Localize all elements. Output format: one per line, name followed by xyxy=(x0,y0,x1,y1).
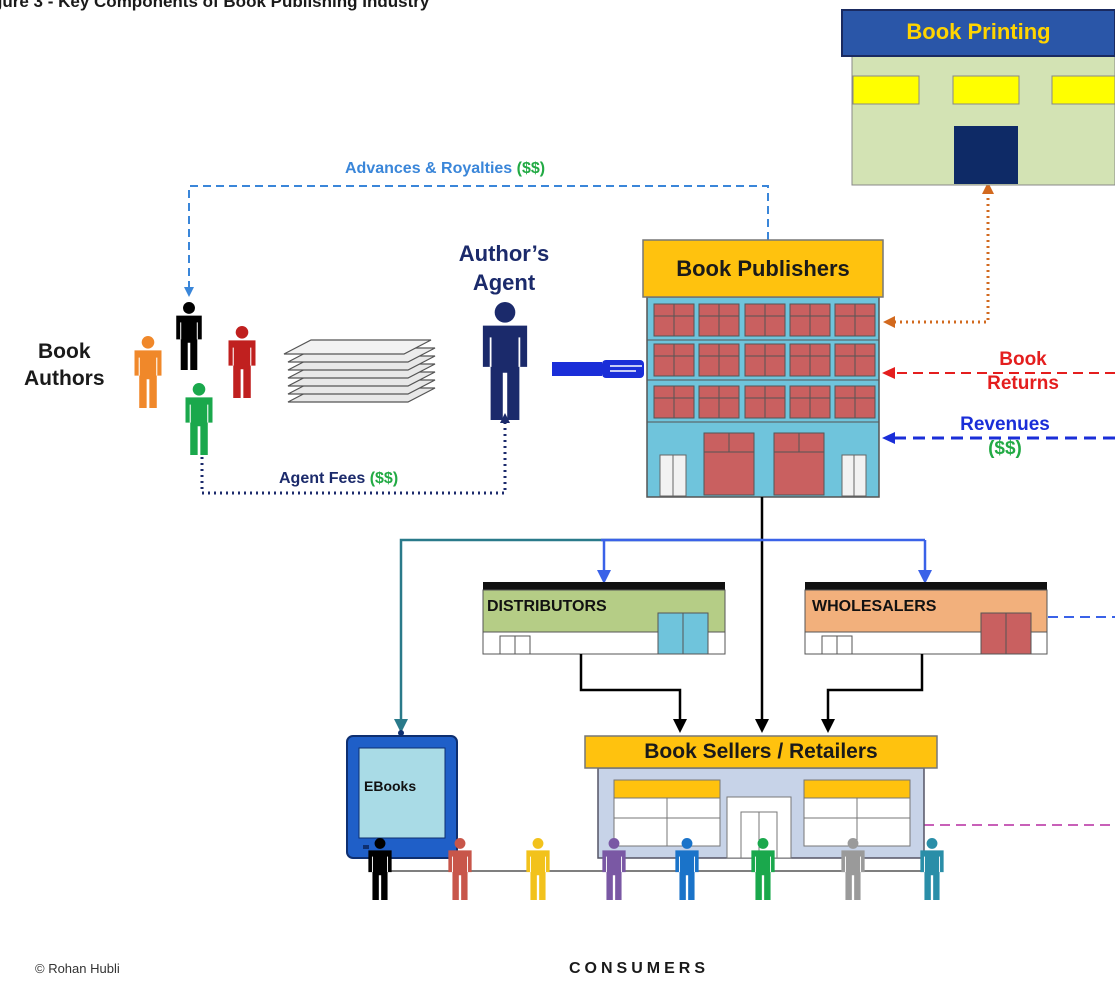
consumers-label: CONSUMERS xyxy=(569,960,710,977)
consumer-person-icon xyxy=(526,838,550,900)
ebooks-label: EBooks xyxy=(364,778,417,794)
consumer-person-icon xyxy=(448,838,472,900)
consumer-person-icon xyxy=(751,838,775,900)
book-publishers-title: Book Publishers xyxy=(676,255,850,281)
wholesalers-title: WHOLESALERS xyxy=(812,598,937,615)
author-person-icon xyxy=(185,383,213,455)
book-printing-building xyxy=(841,9,1115,186)
pointing-hand-icon xyxy=(552,360,644,378)
ebook-reader-device xyxy=(346,730,458,859)
book-printing-title: Book Printing xyxy=(906,19,1051,44)
authors-agent-label: Author’s Agent xyxy=(458,241,550,295)
manuscript-stack-icon xyxy=(283,339,436,403)
revenues-arrowhead xyxy=(882,432,895,444)
distributors-building xyxy=(482,582,726,655)
printing-arrowhead xyxy=(883,316,895,328)
advances-royalties-line xyxy=(184,185,769,297)
wholesalers-to-retailers-line xyxy=(821,654,924,733)
agent-fees-line xyxy=(200,413,510,495)
consumer-person-icon xyxy=(920,838,944,900)
author-person-icon xyxy=(176,302,202,370)
author-person-icon xyxy=(134,336,162,408)
advances-royalties-label: Advances & Royalties ($$) xyxy=(345,160,546,177)
figure-title: gure 3 - Key Components of Book Publishi… xyxy=(0,0,430,11)
agent-fees-label: Agent Fees ($$) xyxy=(279,470,399,487)
book-sellers-title: Book Sellers / Retailers xyxy=(644,740,878,763)
book-returns-label: Book Returns xyxy=(987,349,1059,394)
distributors-title: DISTRIBUTORS xyxy=(487,598,607,615)
printing-line xyxy=(888,182,994,324)
book-authors-label: Book Authors xyxy=(24,340,105,390)
consumer-person-icon xyxy=(841,838,865,900)
consumer-person-icon xyxy=(368,838,392,900)
consumer-person-icon xyxy=(602,838,626,900)
distributors-to-retailers-line xyxy=(579,654,687,733)
revenues-label: Revenues ($$) xyxy=(960,414,1050,459)
wholesalers-building xyxy=(804,582,1048,655)
agent-person-icon xyxy=(482,302,528,420)
returns-arrowhead xyxy=(882,367,895,379)
consumer-person-icon xyxy=(675,838,699,900)
copyright-label: © Rohan Hubli xyxy=(35,961,120,976)
author-person-icon xyxy=(228,326,256,398)
book-publishers-building xyxy=(642,239,884,498)
